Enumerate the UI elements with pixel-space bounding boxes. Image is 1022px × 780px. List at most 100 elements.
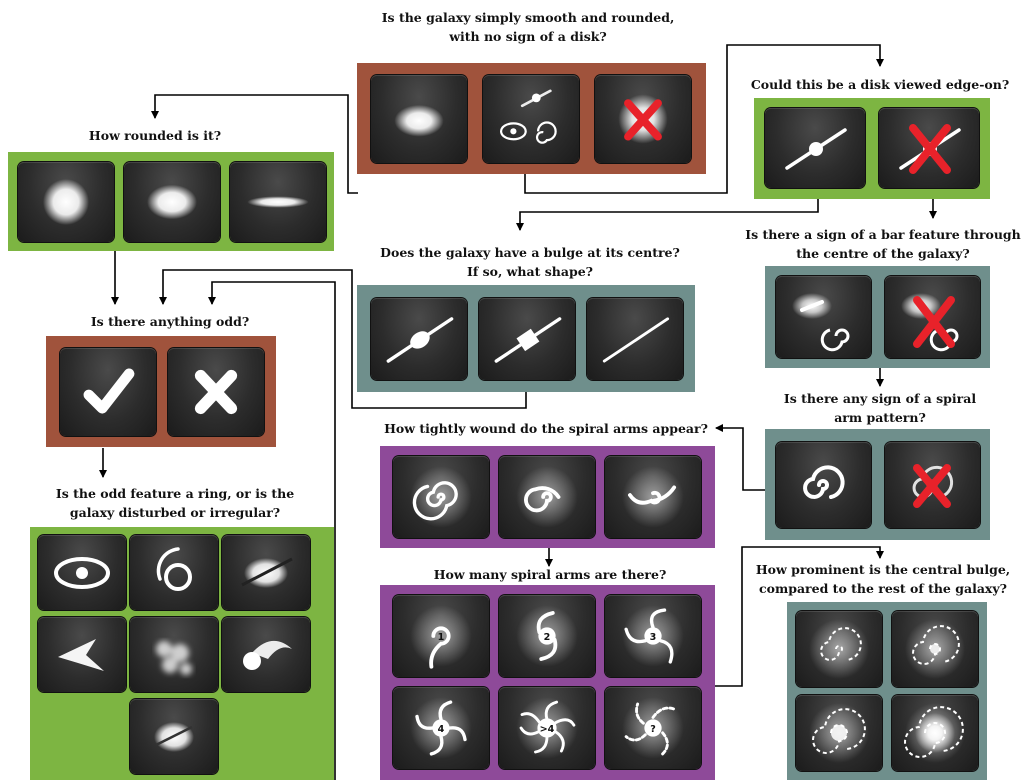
answer-spiral-no-button[interactable] (885, 442, 980, 528)
arm-count-label: 1 (438, 632, 445, 643)
medium-bulge-spiral-icon (809, 703, 869, 763)
answer-in-between-button[interactable] (124, 162, 220, 242)
three-arms-icon: 3 (622, 605, 684, 667)
oval-galaxy-icon (147, 184, 197, 220)
panel-smooth (357, 63, 706, 174)
question-smooth: Is the galaxy simply smooth and rounded,… (381, 10, 675, 44)
answer-dust-lane-button[interactable] (222, 535, 310, 610)
answer-star-artifact-button[interactable] (595, 75, 691, 163)
arm-count-label: 3 (650, 632, 657, 643)
answer-spiral-yes-button[interactable] (776, 442, 871, 528)
answer-medium-button[interactable] (499, 456, 595, 538)
checkmark-icon (83, 368, 135, 414)
connector-bulge-to-odd (159, 269, 527, 409)
answer-arms-2-button[interactable]: 2 (499, 595, 595, 677)
round-galaxy-icon (42, 178, 90, 226)
merger-tail-icon (243, 640, 292, 670)
arm-count-label: >4 (540, 724, 555, 735)
arm-count-label: 2 (544, 632, 551, 643)
panel-odd (46, 336, 276, 447)
answer-arms-unknown-button[interactable]: ? (605, 687, 701, 769)
answer-disturbed-button[interactable] (38, 617, 126, 692)
spiral-cross-icon (912, 464, 954, 508)
panel-prominence (787, 602, 987, 780)
one-arm-icon: 1 (410, 605, 472, 669)
answer-other-button[interactable] (130, 699, 218, 774)
tight-spiral-icon (410, 466, 472, 528)
no-bulge-icon (602, 317, 670, 363)
answer-dominant-button[interactable] (892, 695, 978, 771)
question-edge-on: Could this be a disk viewed edge-on? (750, 77, 1010, 92)
lens-arc-icon (156, 547, 192, 591)
connector-arms-to-prominence (715, 546, 884, 687)
smooth-galaxy-icon (394, 104, 444, 137)
rounded-bulge-icon (386, 317, 454, 363)
panel-rounded (8, 152, 334, 251)
answer-no-bulge-prominence-button[interactable] (796, 611, 882, 687)
question-rounded: How rounded is it? (88, 128, 222, 143)
dominant-bulge-spiral-icon (904, 703, 965, 763)
answer-arms-3-button[interactable]: 3 (605, 595, 701, 677)
spiral-galaxy-icon (803, 465, 845, 499)
edge-on-cross-icon (899, 124, 961, 174)
answer-arms-1-button[interactable]: 1 (393, 595, 489, 677)
answer-bar-no-button[interactable] (885, 276, 980, 358)
panel-spiral (765, 429, 990, 540)
answer-loose-button[interactable] (605, 456, 701, 538)
two-arms-icon: 2 (516, 605, 578, 667)
x-mark-icon (194, 369, 238, 415)
question-prominence: How prominent is the central bulge, comp… (755, 562, 1011, 596)
answer-arms-more-than-4-button[interactable]: >4 (499, 687, 595, 769)
answer-odd-yes-button[interactable] (60, 348, 156, 436)
answer-odd-no-button[interactable] (168, 348, 264, 436)
boxy-bulge-icon (494, 317, 562, 363)
panel-odd-feature (30, 527, 334, 780)
answer-arms-4-button[interactable]: 4 (393, 687, 489, 769)
answer-features-button[interactable] (483, 75, 579, 163)
dust-lane-icon (241, 557, 293, 588)
answer-just-noticeable-button[interactable] (892, 611, 978, 687)
unknown-arms-icon: ? (622, 697, 684, 759)
panel-tightness (380, 446, 715, 548)
answer-edge-on-yes-button[interactable] (765, 108, 865, 188)
connector-main-to-odd (208, 281, 336, 780)
answer-obvious-button[interactable] (796, 695, 882, 771)
question-tightness: How tightly wound do the spiral arms app… (384, 421, 708, 436)
ring-galaxy-icon (54, 557, 110, 589)
connector-smooth-to-edgeon (524, 44, 884, 194)
answer-bar-yes-button[interactable] (776, 276, 871, 358)
panel-bulge-shape (357, 285, 695, 392)
answer-ring-button[interactable] (38, 535, 126, 610)
question-bulge-shape: Does the galaxy have a bulge at its cent… (380, 245, 680, 279)
four-arms-icon: 4 (410, 697, 472, 759)
answer-no-bulge-button[interactable] (587, 298, 683, 380)
question-bar: Is there a sign of a bar feature through… (745, 227, 1021, 261)
connector-smooth-to-rounded (151, 94, 358, 194)
answer-completely-round-button[interactable] (18, 162, 114, 242)
disk-features-icon (499, 89, 557, 144)
answer-cigar-shaped-button[interactable] (230, 162, 326, 242)
connector-spiral-to-tightness (715, 424, 770, 491)
answer-irregular-button[interactable] (130, 617, 218, 692)
arm-count-label: ? (650, 724, 656, 735)
barred-galaxy-icon (792, 293, 850, 352)
answer-tight-button[interactable] (393, 456, 489, 538)
answer-rounded-bulge-button[interactable] (371, 298, 467, 380)
no-bulge-spiral-icon (809, 619, 869, 679)
answer-boxy-bulge-button[interactable] (479, 298, 575, 380)
panel-bar (765, 266, 990, 368)
answer-merger-button[interactable] (222, 617, 310, 692)
answer-edge-on-no-button[interactable] (879, 108, 979, 188)
small-bulge-spiral-icon (905, 619, 965, 679)
loose-spiral-icon (622, 466, 684, 528)
cigar-galaxy-icon (247, 196, 309, 208)
panel-edge-on (754, 98, 990, 199)
edge-on-disk-icon (785, 128, 847, 170)
question-spiral: Is there any sign of a spiral arm patter… (783, 391, 977, 425)
answer-lens-arc-button[interactable] (130, 535, 218, 610)
disturbed-galaxy-icon (58, 639, 104, 671)
irregular-galaxy-icon (156, 641, 192, 675)
other-galaxy-icon (154, 722, 194, 752)
answer-smooth-button[interactable] (371, 75, 467, 163)
question-odd: Is there anything odd? (90, 314, 250, 329)
